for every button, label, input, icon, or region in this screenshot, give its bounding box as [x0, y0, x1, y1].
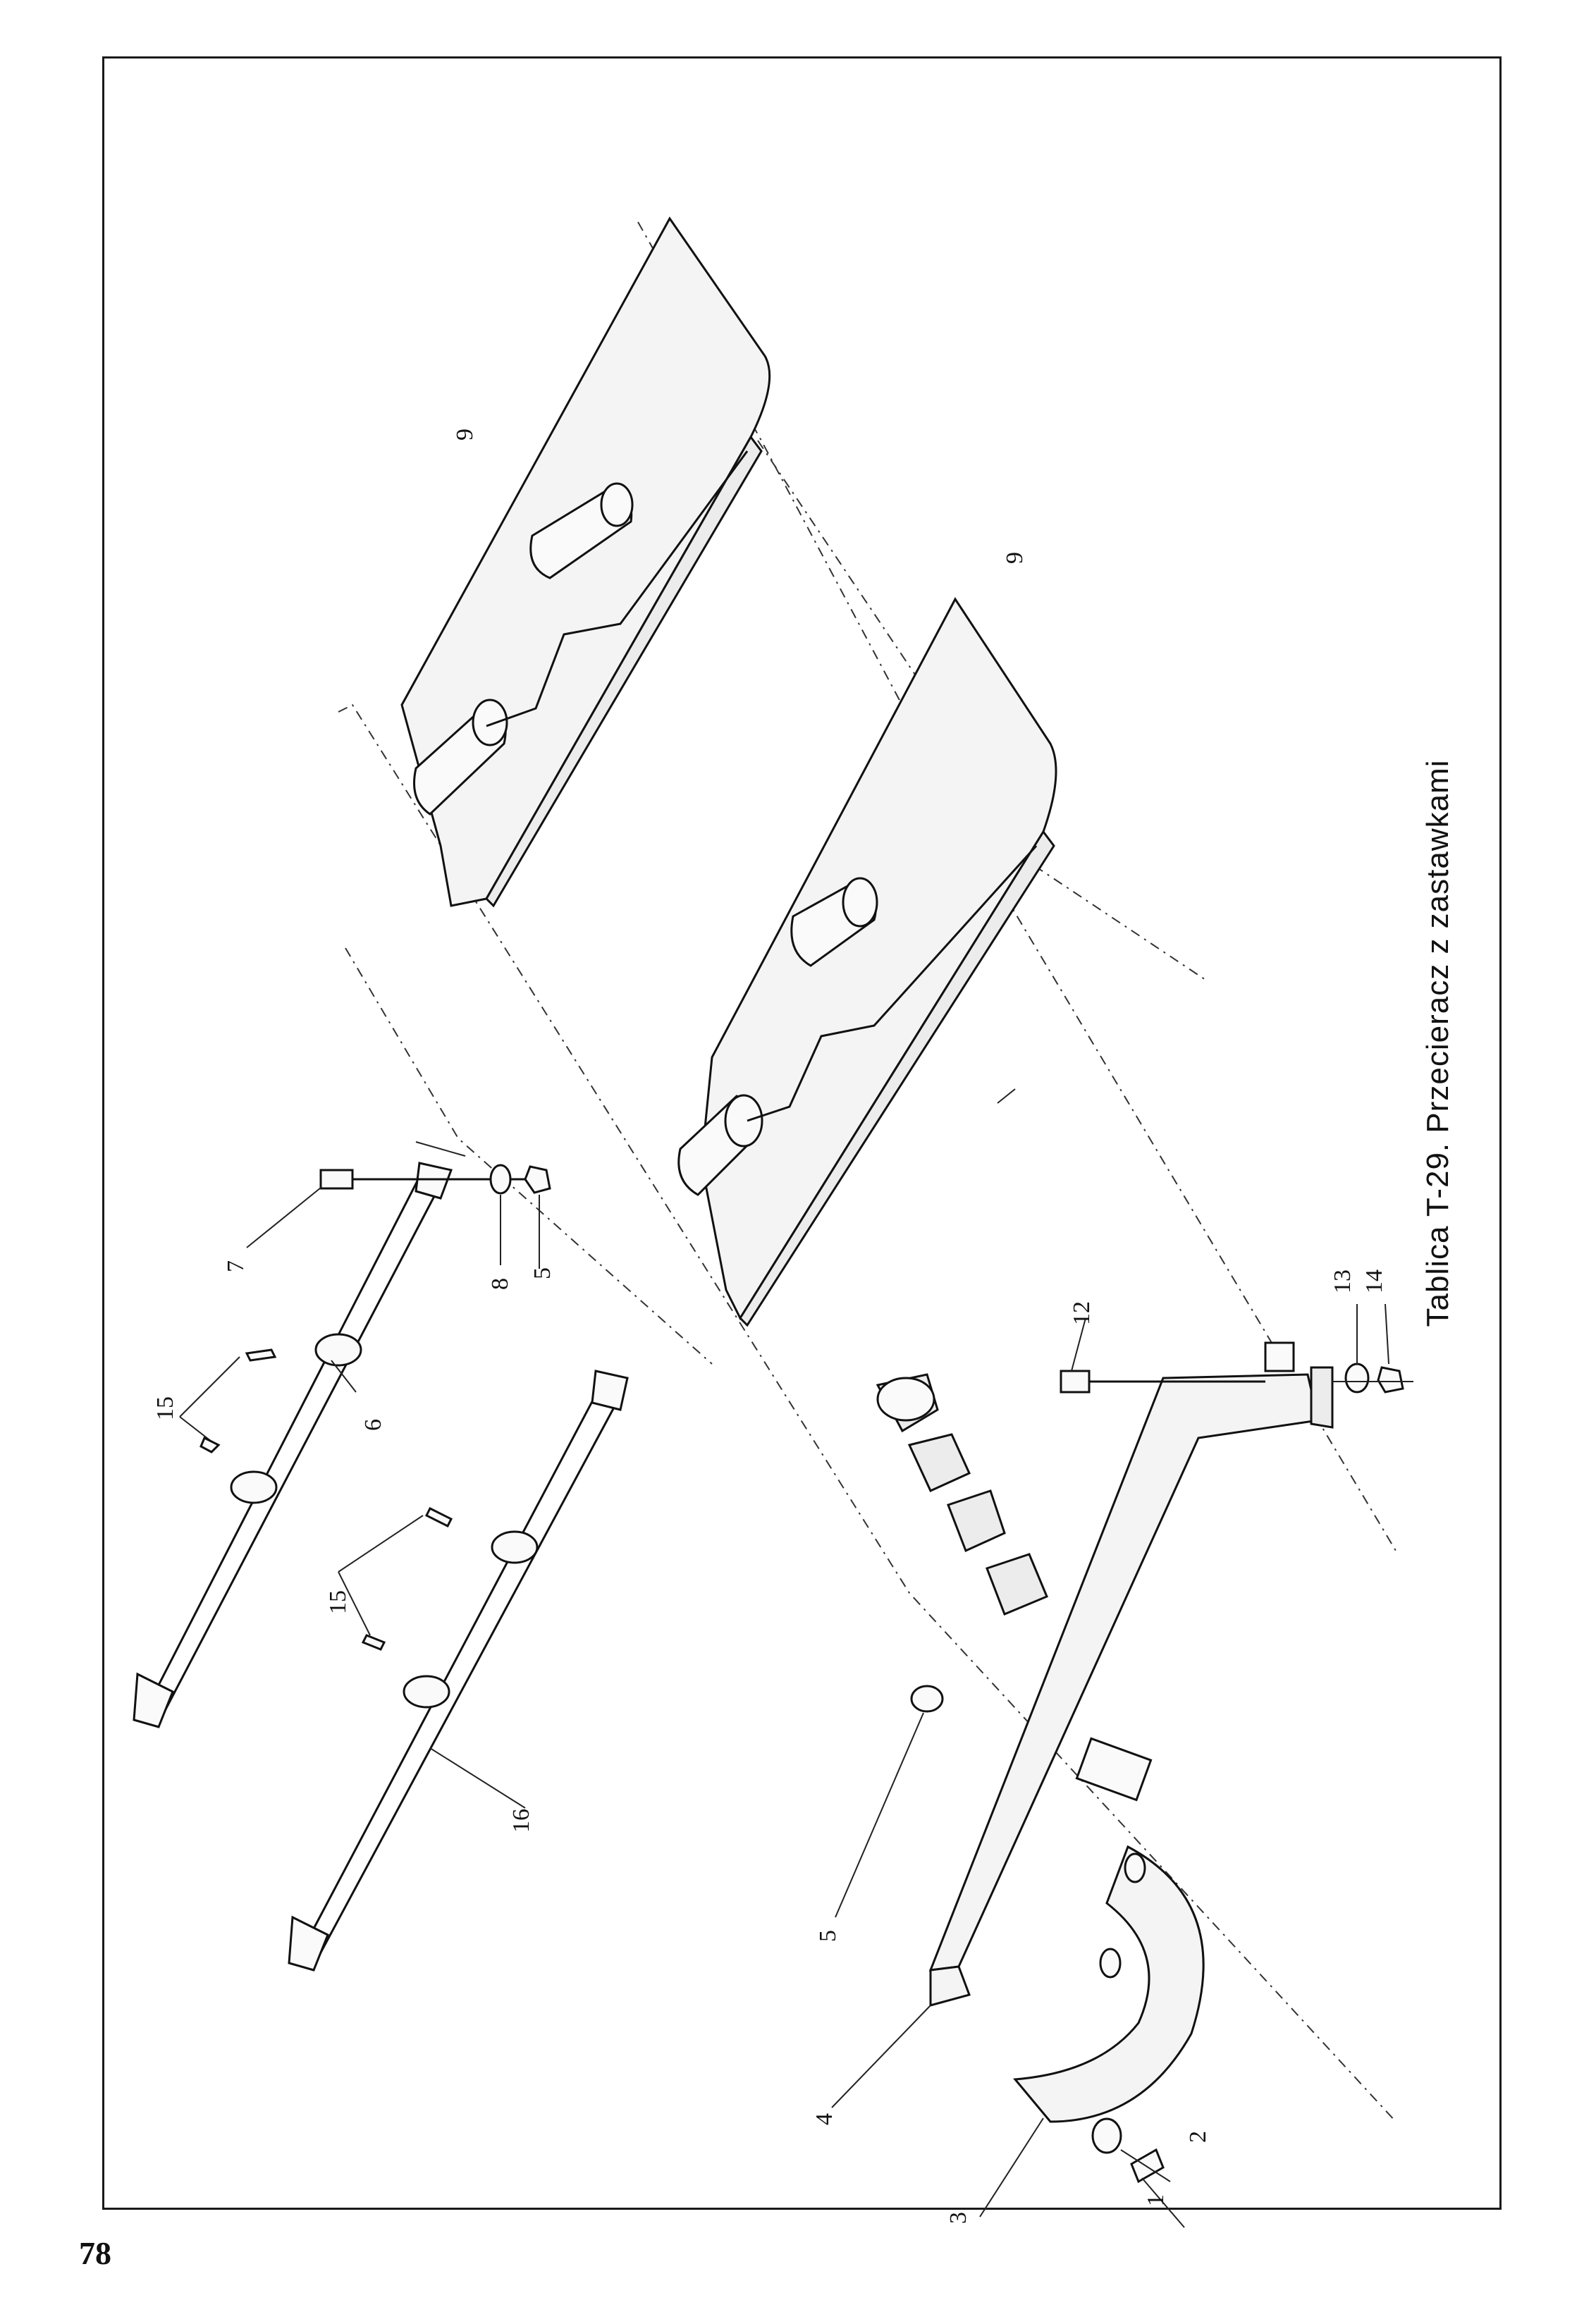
blade-upper	[400, 216, 771, 908]
callout-5-lower: 5	[815, 1930, 841, 1942]
rod-assembly-16	[288, 1370, 629, 1972]
callout-1: 1	[1143, 2194, 1169, 2206]
callout-3: 3	[945, 2212, 971, 2224]
callout-9-lower: 9	[1002, 552, 1028, 564]
page-number: 78	[79, 2235, 111, 2271]
blade-lower	[677, 597, 1057, 1327]
callout-9-upper: 9	[452, 429, 478, 441]
callout-15-upper: 15	[152, 1396, 178, 1420]
callout-15-lower: 15	[325, 1590, 351, 1614]
callout-4: 4	[811, 2113, 837, 2125]
callout-16: 16	[508, 1809, 534, 1833]
fasteners-top	[179, 1164, 551, 1809]
callout-14: 14	[1361, 1269, 1387, 1293]
frame-beam	[415, 1088, 1413, 2228]
callout-2: 2	[1185, 2131, 1211, 2143]
callout-13: 13	[1330, 1269, 1356, 1293]
drum-shaft	[876, 1373, 1048, 1616]
callouts: 1 2 3 4 5 5 6 7 8 9 9 12 13 14 15 15 16	[152, 429, 1387, 2224]
figure-caption: Tablica T-29. Przecieracz z zastawkami	[1420, 759, 1455, 1327]
drawing-frame	[102, 56, 1502, 2210]
callout-8: 8	[487, 1278, 513, 1290]
callout-7: 7	[223, 1260, 249, 1272]
callout-12: 12	[1069, 1301, 1095, 1325]
rod-assembly-6	[133, 1162, 453, 1728]
callout-5-upper: 5	[529, 1267, 555, 1279]
callout-6: 6	[360, 1419, 386, 1431]
